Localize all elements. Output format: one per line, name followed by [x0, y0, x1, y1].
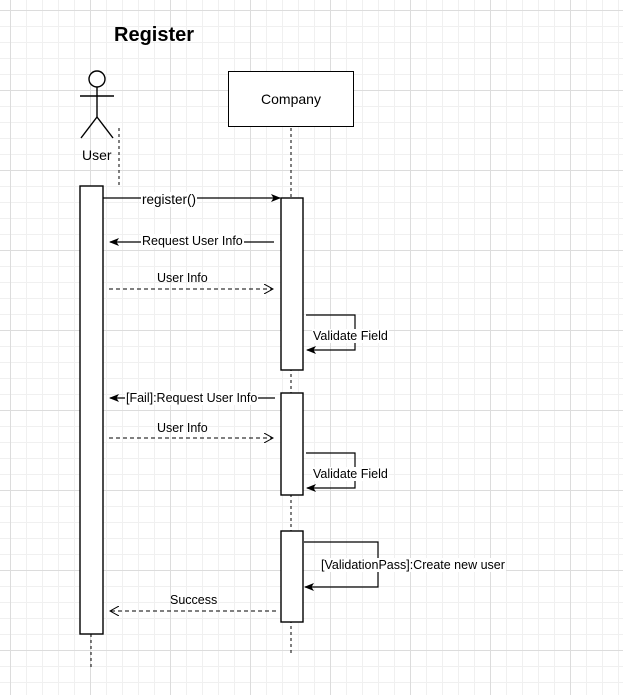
company-lifeline-header: Company: [228, 71, 354, 127]
message-label-validate-field: Validate Field: [312, 329, 389, 343]
message-label-register: register(): [141, 192, 198, 207]
message-label-fail-request: [Fail]:Request User Info: [125, 391, 259, 405]
message-label-validate-field: Validate Field: [312, 467, 389, 481]
message-label-request-user-info: Request User Info: [141, 234, 244, 248]
message-label-success: Success: [170, 593, 218, 607]
company-activation-bar: [280, 392, 304, 496]
user-activation-bar: [79, 185, 104, 635]
message-label-user-info: User Info: [157, 271, 208, 285]
user-actor-figure: [80, 70, 114, 139]
message-label-user-info: User Info: [157, 421, 208, 435]
company-label: Company: [261, 91, 321, 107]
message-label-create-new-user: [ValidationPass]:Create new user: [320, 558, 506, 572]
company-activation-bar: [280, 530, 304, 623]
user-actor-label: User: [82, 147, 112, 163]
company-activation-bar: [280, 197, 304, 371]
diagram-title: Register: [114, 24, 195, 46]
